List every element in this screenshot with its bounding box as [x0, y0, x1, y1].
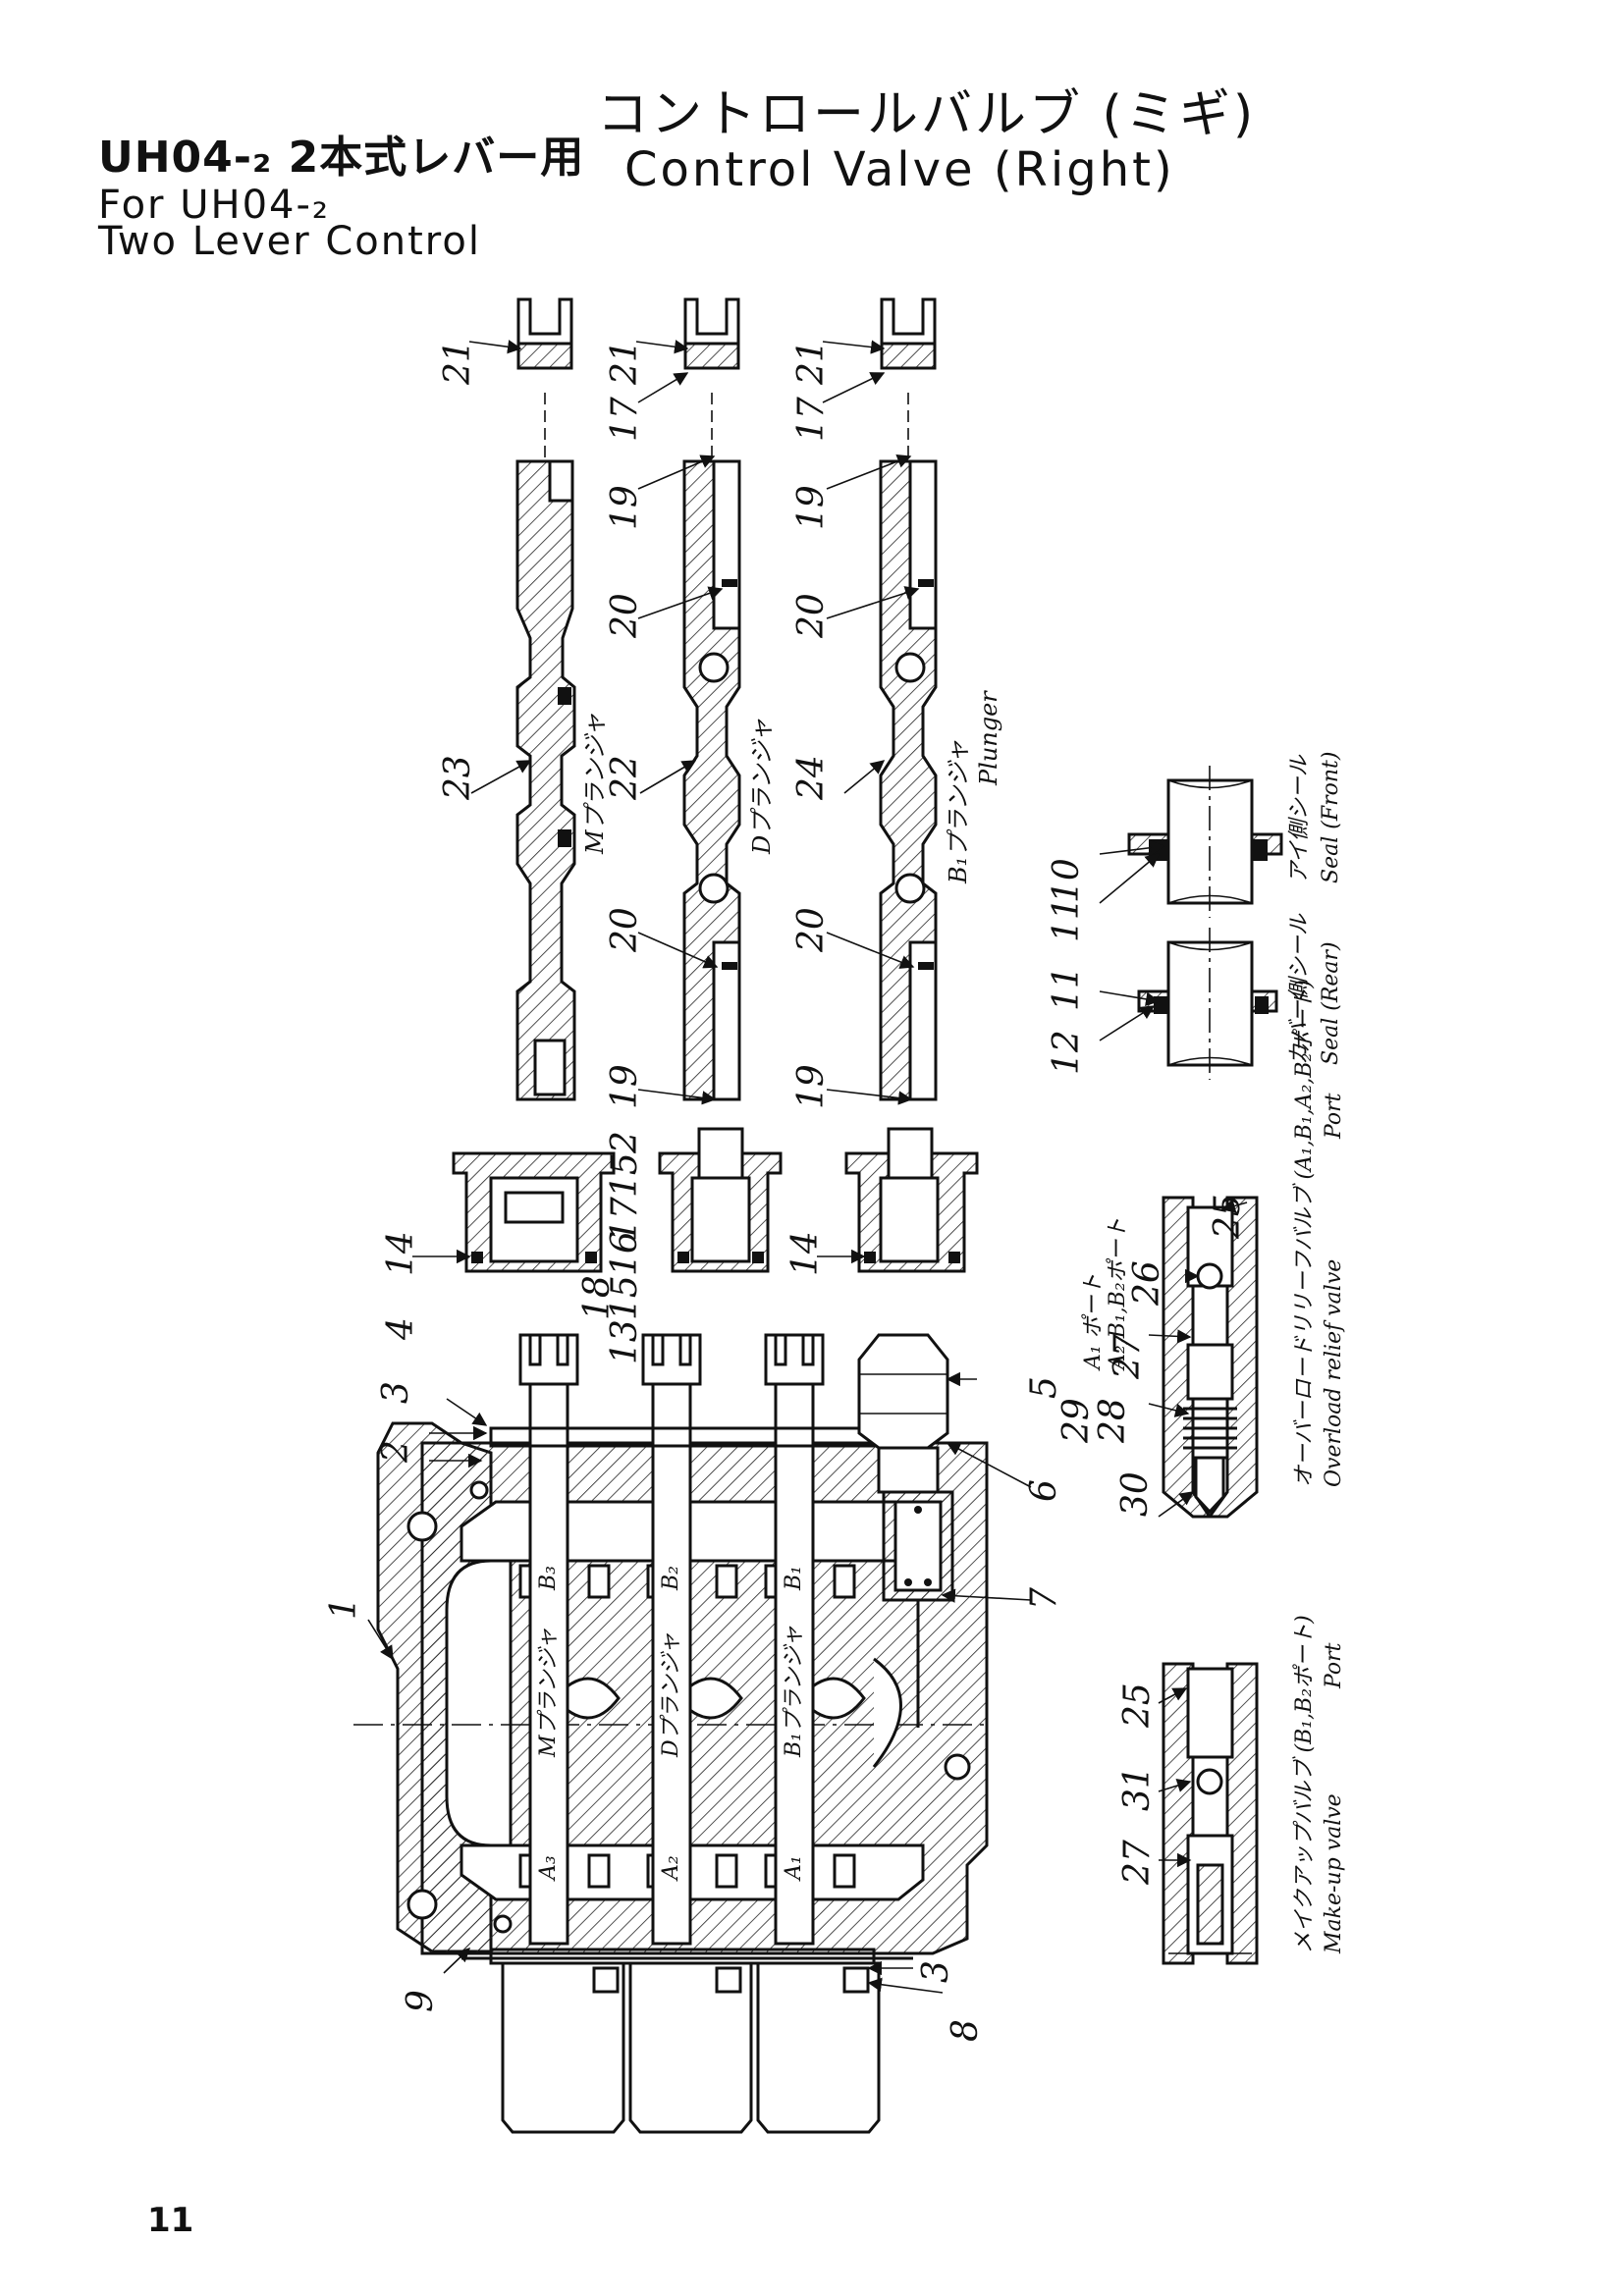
d-plunger-spool: [682, 393, 741, 1101]
label-seal-front-en: Seal (Front): [1319, 752, 1343, 883]
label-overload-relief-en: Overload relief valve: [1322, 1259, 1346, 1487]
callout-19: 19: [791, 485, 832, 530]
label-make-up-port: Port: [1322, 1642, 1346, 1689]
callout-20: 20: [605, 907, 645, 953]
subtitle-model: For UH04-₂: [98, 183, 330, 228]
label-port-b3: B₃: [536, 1566, 561, 1591]
callout-3: 3: [376, 1381, 416, 1404]
callout-2: 2: [376, 1440, 416, 1464]
callout-14: 14: [785, 1231, 826, 1276]
callout-19: 19: [605, 1064, 645, 1109]
spring-caps: [501, 1961, 881, 2134]
callout-20: 20: [791, 593, 832, 639]
title-english: Control Valve (Right): [624, 142, 1175, 197]
callout-7: 7: [1024, 1587, 1064, 1610]
label-body-m-plunger: Mプランジャ: [536, 1629, 561, 1758]
clevis-pins-21: [516, 297, 937, 370]
callout-21: 21: [605, 340, 645, 386]
callout-11: 11: [1047, 966, 1087, 1011]
callout-17: 17: [605, 1197, 645, 1242]
callout-2: 2: [605, 1131, 645, 1154]
callout-25: 25: [1117, 1682, 1158, 1729]
label-seal-front-jp: アイ側シール: [1287, 754, 1312, 883]
callout-30: 30: [1115, 1471, 1156, 1517]
callout-25: 25: [1208, 1194, 1248, 1240]
label-port-a1: A₁: [782, 1855, 806, 1882]
seal-front-detail: [1127, 766, 1283, 918]
callout-17: 17: [791, 397, 832, 442]
leader-lines: [367, 340, 1248, 1994]
callout-6: 6: [1024, 1479, 1064, 1502]
label-body-d-plunger: Dプランジャ: [659, 1632, 683, 1758]
callout-17: 17: [605, 397, 645, 442]
body-plungers: [489, 1333, 876, 1965]
label-overload-port: Port: [1322, 1093, 1346, 1140]
callout-10: 10: [1047, 858, 1087, 903]
callout-27: 27: [1108, 1334, 1148, 1380]
seal-rear-detail: [1137, 928, 1278, 1080]
subtitle-japanese: UH04-₂ 2本式レバー用: [98, 133, 585, 183]
label-a1-port: A₁ ポート: [1081, 1273, 1106, 1371]
callout-1: 1: [324, 1597, 364, 1620]
callout-20: 20: [605, 593, 645, 639]
b1-plunger-spool: [879, 393, 938, 1101]
label-body-b1-plunger: B₁プランジャ: [782, 1626, 806, 1758]
label-make-up-valve-en: Make-up valve: [1322, 1793, 1346, 1954]
subtitle-lever-control: Two Lever Control: [98, 219, 481, 264]
callout-27: 27: [1117, 1840, 1158, 1886]
callout-11: 11: [1047, 897, 1087, 942]
seal-retainers: [452, 1127, 979, 1273]
callout-5: 5: [1024, 1376, 1064, 1399]
callout-13: 13: [605, 1319, 645, 1364]
callout-26: 26: [1127, 1260, 1167, 1307]
callout-16: 16: [605, 1231, 645, 1276]
callout-18: 18: [577, 1275, 618, 1320]
callout-12: 12: [1047, 1030, 1087, 1075]
callout-19: 19: [791, 1064, 832, 1109]
callout-8: 8: [946, 2019, 986, 2042]
label-seal-rear-jp: カバー側シール: [1287, 913, 1312, 1065]
callout-4: 4: [381, 1317, 421, 1341]
make-up-valve-detail: [1162, 1662, 1259, 1965]
label-b1-plunger-jp: B₁プランジャ: [945, 740, 972, 884]
callout-15: 15: [605, 1275, 645, 1320]
callout-31: 31: [1117, 1766, 1158, 1811]
callout-numbers: 21 21 21 17 17 19 19 20 20 23 22 24 20 2…: [324, 340, 1248, 2042]
overload-relief-valve-detail: [1162, 1196, 1259, 1519]
label-a2-b1-b2-port: A₂,B₁,B₂ポート: [1106, 1217, 1130, 1371]
label-port-b2: B₂: [659, 1566, 683, 1591]
part-labels: Mプランジャ Dプランジャ B₁プランジャ Plunger アイ側シール Sea…: [536, 690, 1346, 1954]
label-d-plunger: Dプランジャ: [748, 719, 776, 855]
callout-29: 29: [1056, 1398, 1097, 1444]
relief-spring-coils: [1183, 1407, 1237, 1450]
callout-20: 20: [791, 907, 832, 953]
label-make-up-valve-jp: メイクアップバルブ (B₁,B₂ポート): [1292, 1615, 1317, 1953]
title-japanese: コントロールバルブ (ミギ): [597, 85, 1257, 144]
label-port-a2: A₂: [659, 1855, 683, 1882]
callout-23: 23: [438, 755, 478, 801]
label-port-b1: B₁: [782, 1566, 806, 1591]
callout-19: 19: [605, 485, 645, 530]
m-plunger-spool: [515, 393, 576, 1101]
callout-3: 3: [916, 1960, 956, 1983]
callout-21: 21: [438, 340, 478, 386]
callout-28: 28: [1093, 1398, 1133, 1444]
callout-15: 15: [605, 1152, 645, 1198]
label-b1-plunger-en: Plunger: [975, 690, 1002, 786]
label-m-plunger: Mプランジャ: [581, 714, 609, 855]
callout-21: 21: [791, 340, 832, 386]
callout-22: 22: [605, 755, 645, 801]
page-number: 11: [147, 2201, 194, 2240]
callout-24: 24: [791, 755, 832, 801]
label-port-a3: A₃: [536, 1855, 561, 1882]
callout-14: 14: [381, 1231, 421, 1276]
relief-valve-assembly: [857, 1333, 954, 1728]
label-seal-rear-en: Seal (Rear): [1319, 941, 1343, 1065]
label-overload-relief-jp: オーバーロードリリーフバルブ (A₁,B₁,A₂,B₂ポート): [1292, 980, 1317, 1487]
callout-9: 9: [401, 1990, 441, 2012]
